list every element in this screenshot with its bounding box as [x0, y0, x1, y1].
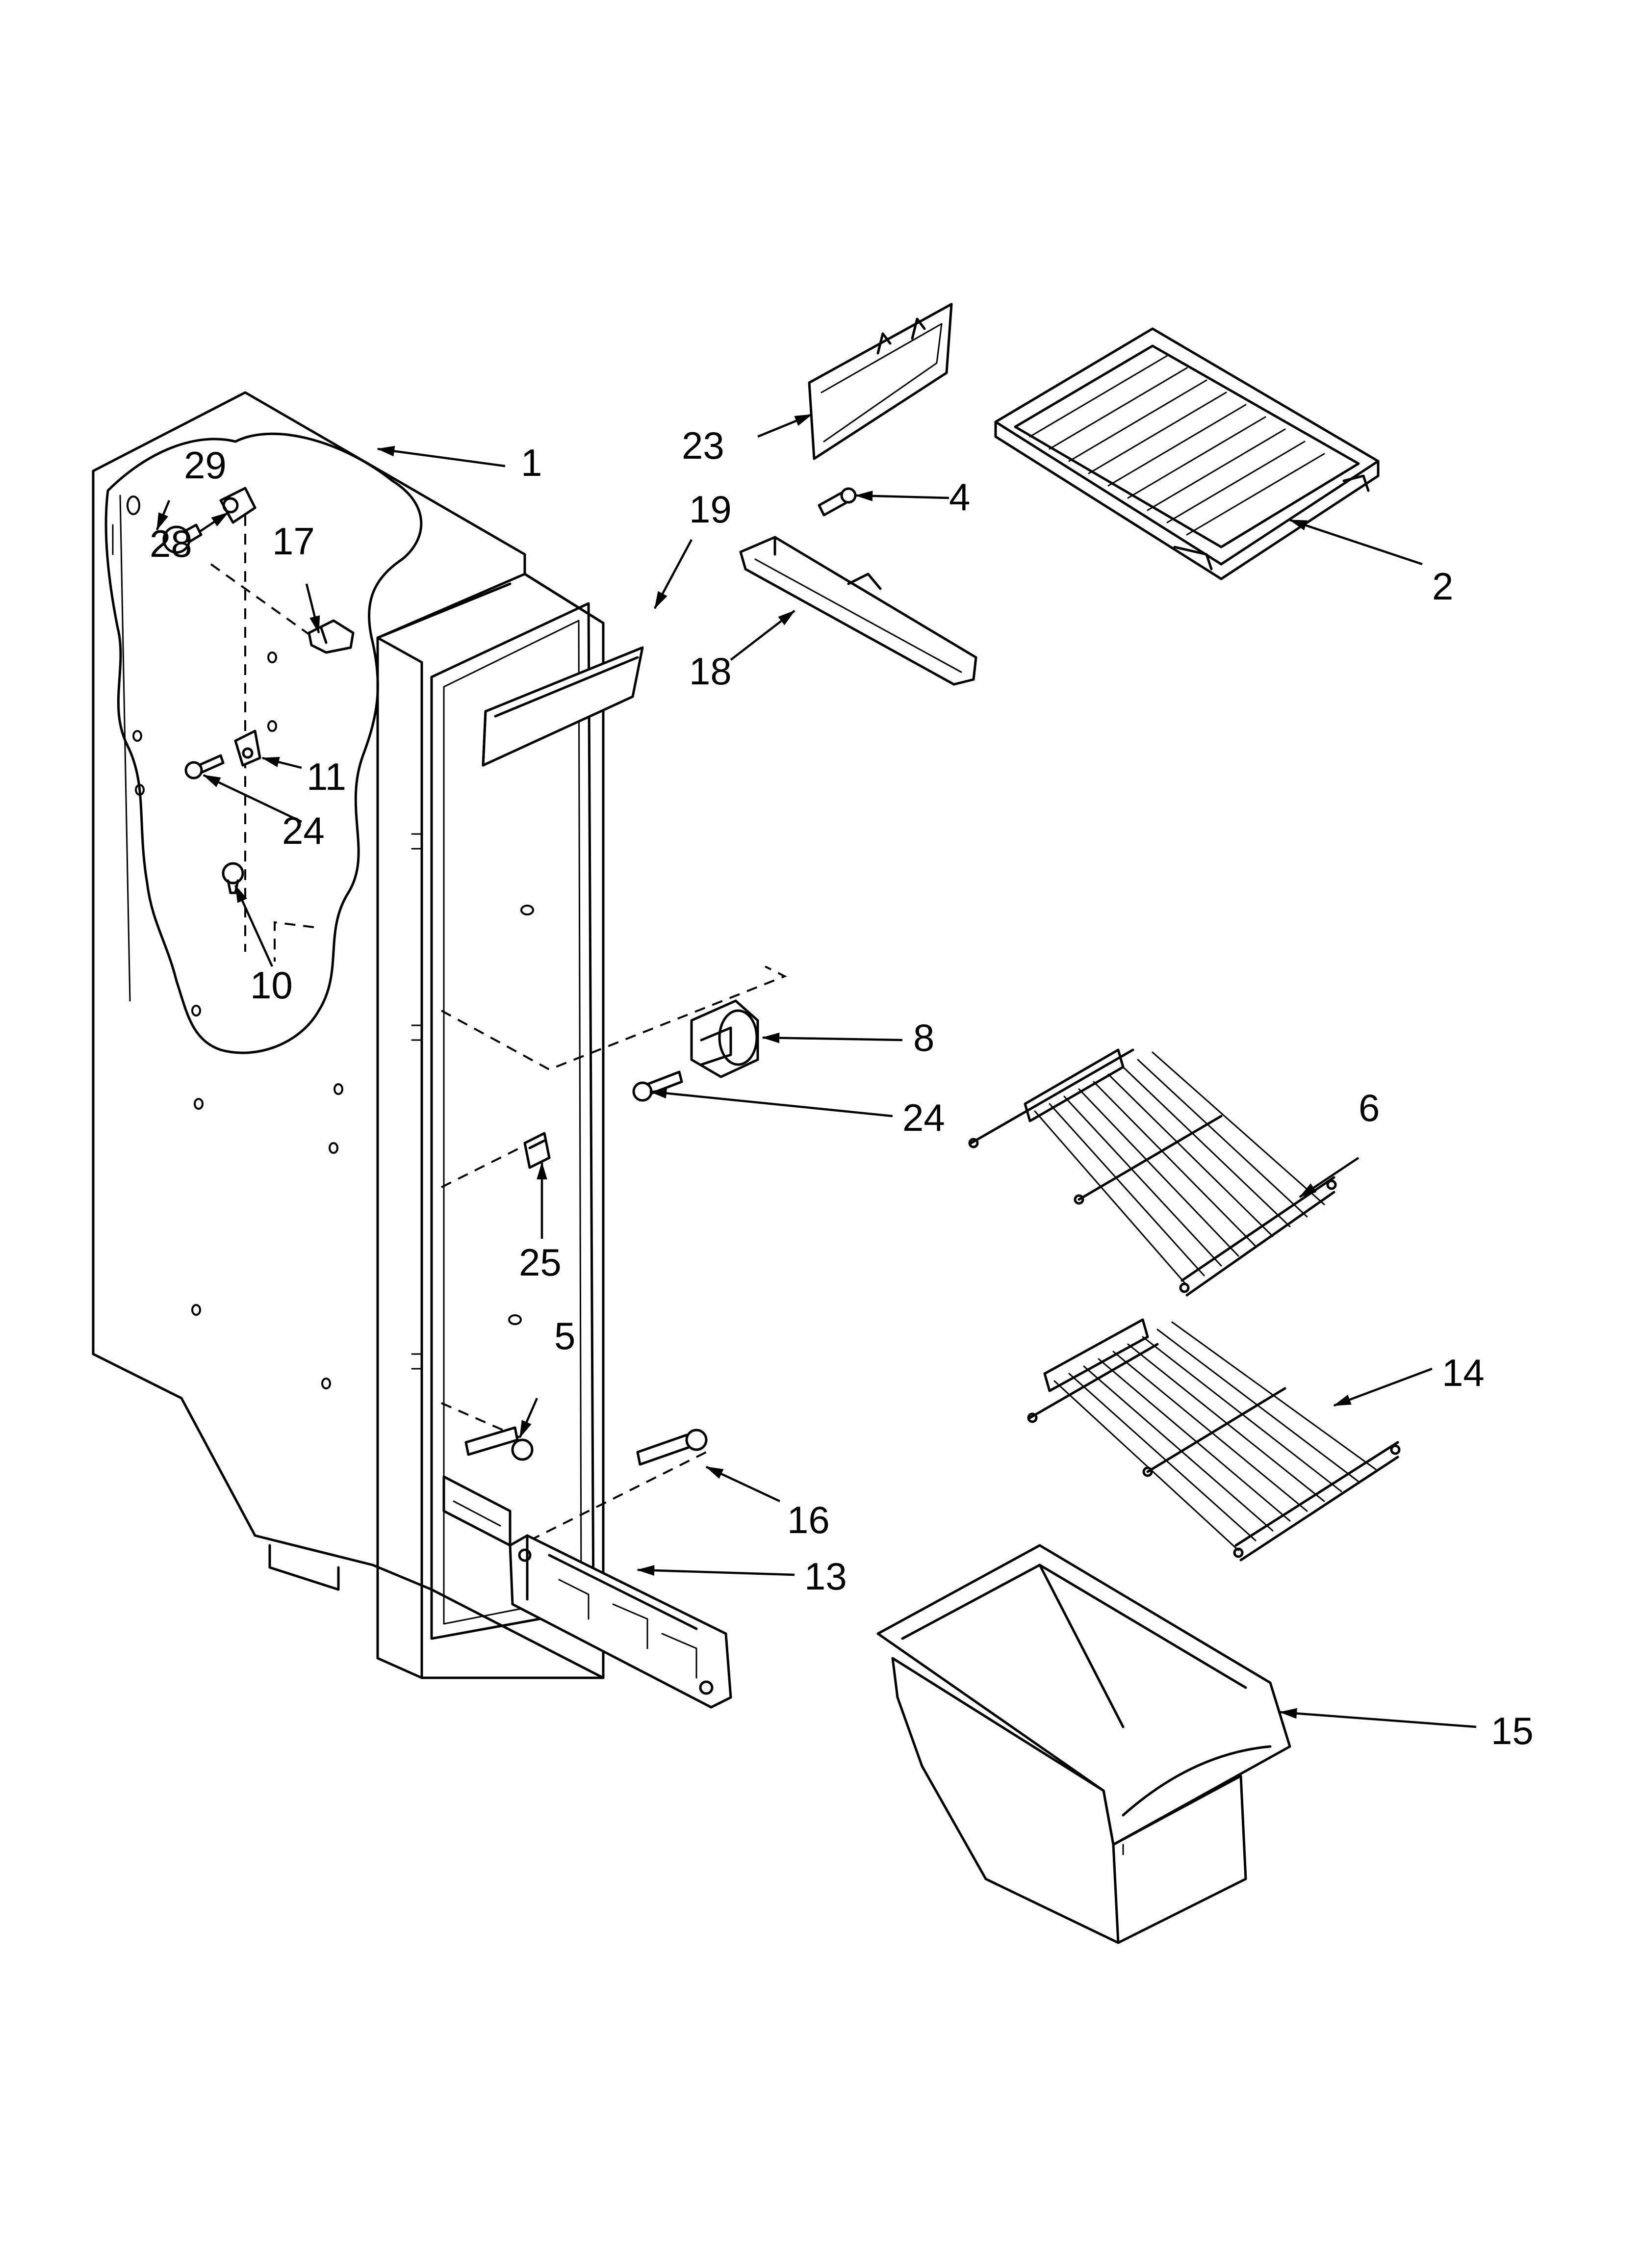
part-bottom-trim-13: [509, 1534, 732, 1709]
callout-10: 10: [250, 964, 293, 1007]
callout-19: 19: [689, 488, 732, 531]
callout-18: 18: [689, 650, 732, 693]
part-pin-10: [222, 862, 244, 894]
part-connector-25: [523, 1132, 551, 1169]
callout-17: 17: [272, 520, 315, 563]
part-screw-24a: [184, 754, 225, 780]
callout-labels: 1 2 4 5 6 8 10 11 13 14 15 16 17 18 19 2…: [150, 424, 1534, 1752]
leader-lines: [155, 413, 1477, 1728]
part-wire-shelf-14: [1027, 1318, 1401, 1562]
part-cabinet-liner: [92, 391, 605, 1679]
callout-24a: 24: [282, 809, 325, 852]
part-light-shield-23: [808, 303, 953, 460]
part-light-socket: [219, 487, 257, 524]
assembly-lines: [210, 515, 787, 1541]
part-screw-5: [464, 1426, 534, 1461]
part-wire-shelf-6: [968, 1048, 1337, 1297]
callout-28: 28: [150, 522, 192, 565]
callout-15: 15: [1491, 1709, 1534, 1752]
part-bracket-19: [482, 646, 644, 767]
part-screw-4: [818, 487, 857, 517]
callout-16: 16: [787, 1498, 830, 1541]
callout-2: 2: [1432, 565, 1453, 608]
callout-23: 23: [682, 424, 724, 467]
callout-1: 1: [521, 441, 542, 484]
part-clip-17: [308, 619, 355, 654]
callout-6: 6: [1359, 1086, 1380, 1129]
part-bracket-11: [234, 730, 261, 767]
callout-14: 14: [1442, 1351, 1485, 1394]
callout-5: 5: [554, 1314, 575, 1357]
part-shelf-support-18: [739, 536, 977, 686]
callout-4: 4: [949, 475, 970, 519]
callout-8: 8: [913, 1016, 934, 1059]
part-screw-16: [636, 1429, 708, 1466]
part-light-bulb: [162, 523, 203, 554]
part-storage-bin-15: [876, 1544, 1291, 1944]
callout-24b: 24: [902, 1096, 945, 1139]
callout-11: 11: [307, 755, 346, 798]
callout-13: 13: [804, 1555, 847, 1598]
part-glass-shelf-2: [994, 327, 1380, 580]
callout-29: 29: [184, 443, 227, 487]
part-screw-24b: [632, 1070, 683, 1102]
part-housing-8: [690, 999, 759, 1078]
callout-25: 25: [519, 1241, 562, 1284]
